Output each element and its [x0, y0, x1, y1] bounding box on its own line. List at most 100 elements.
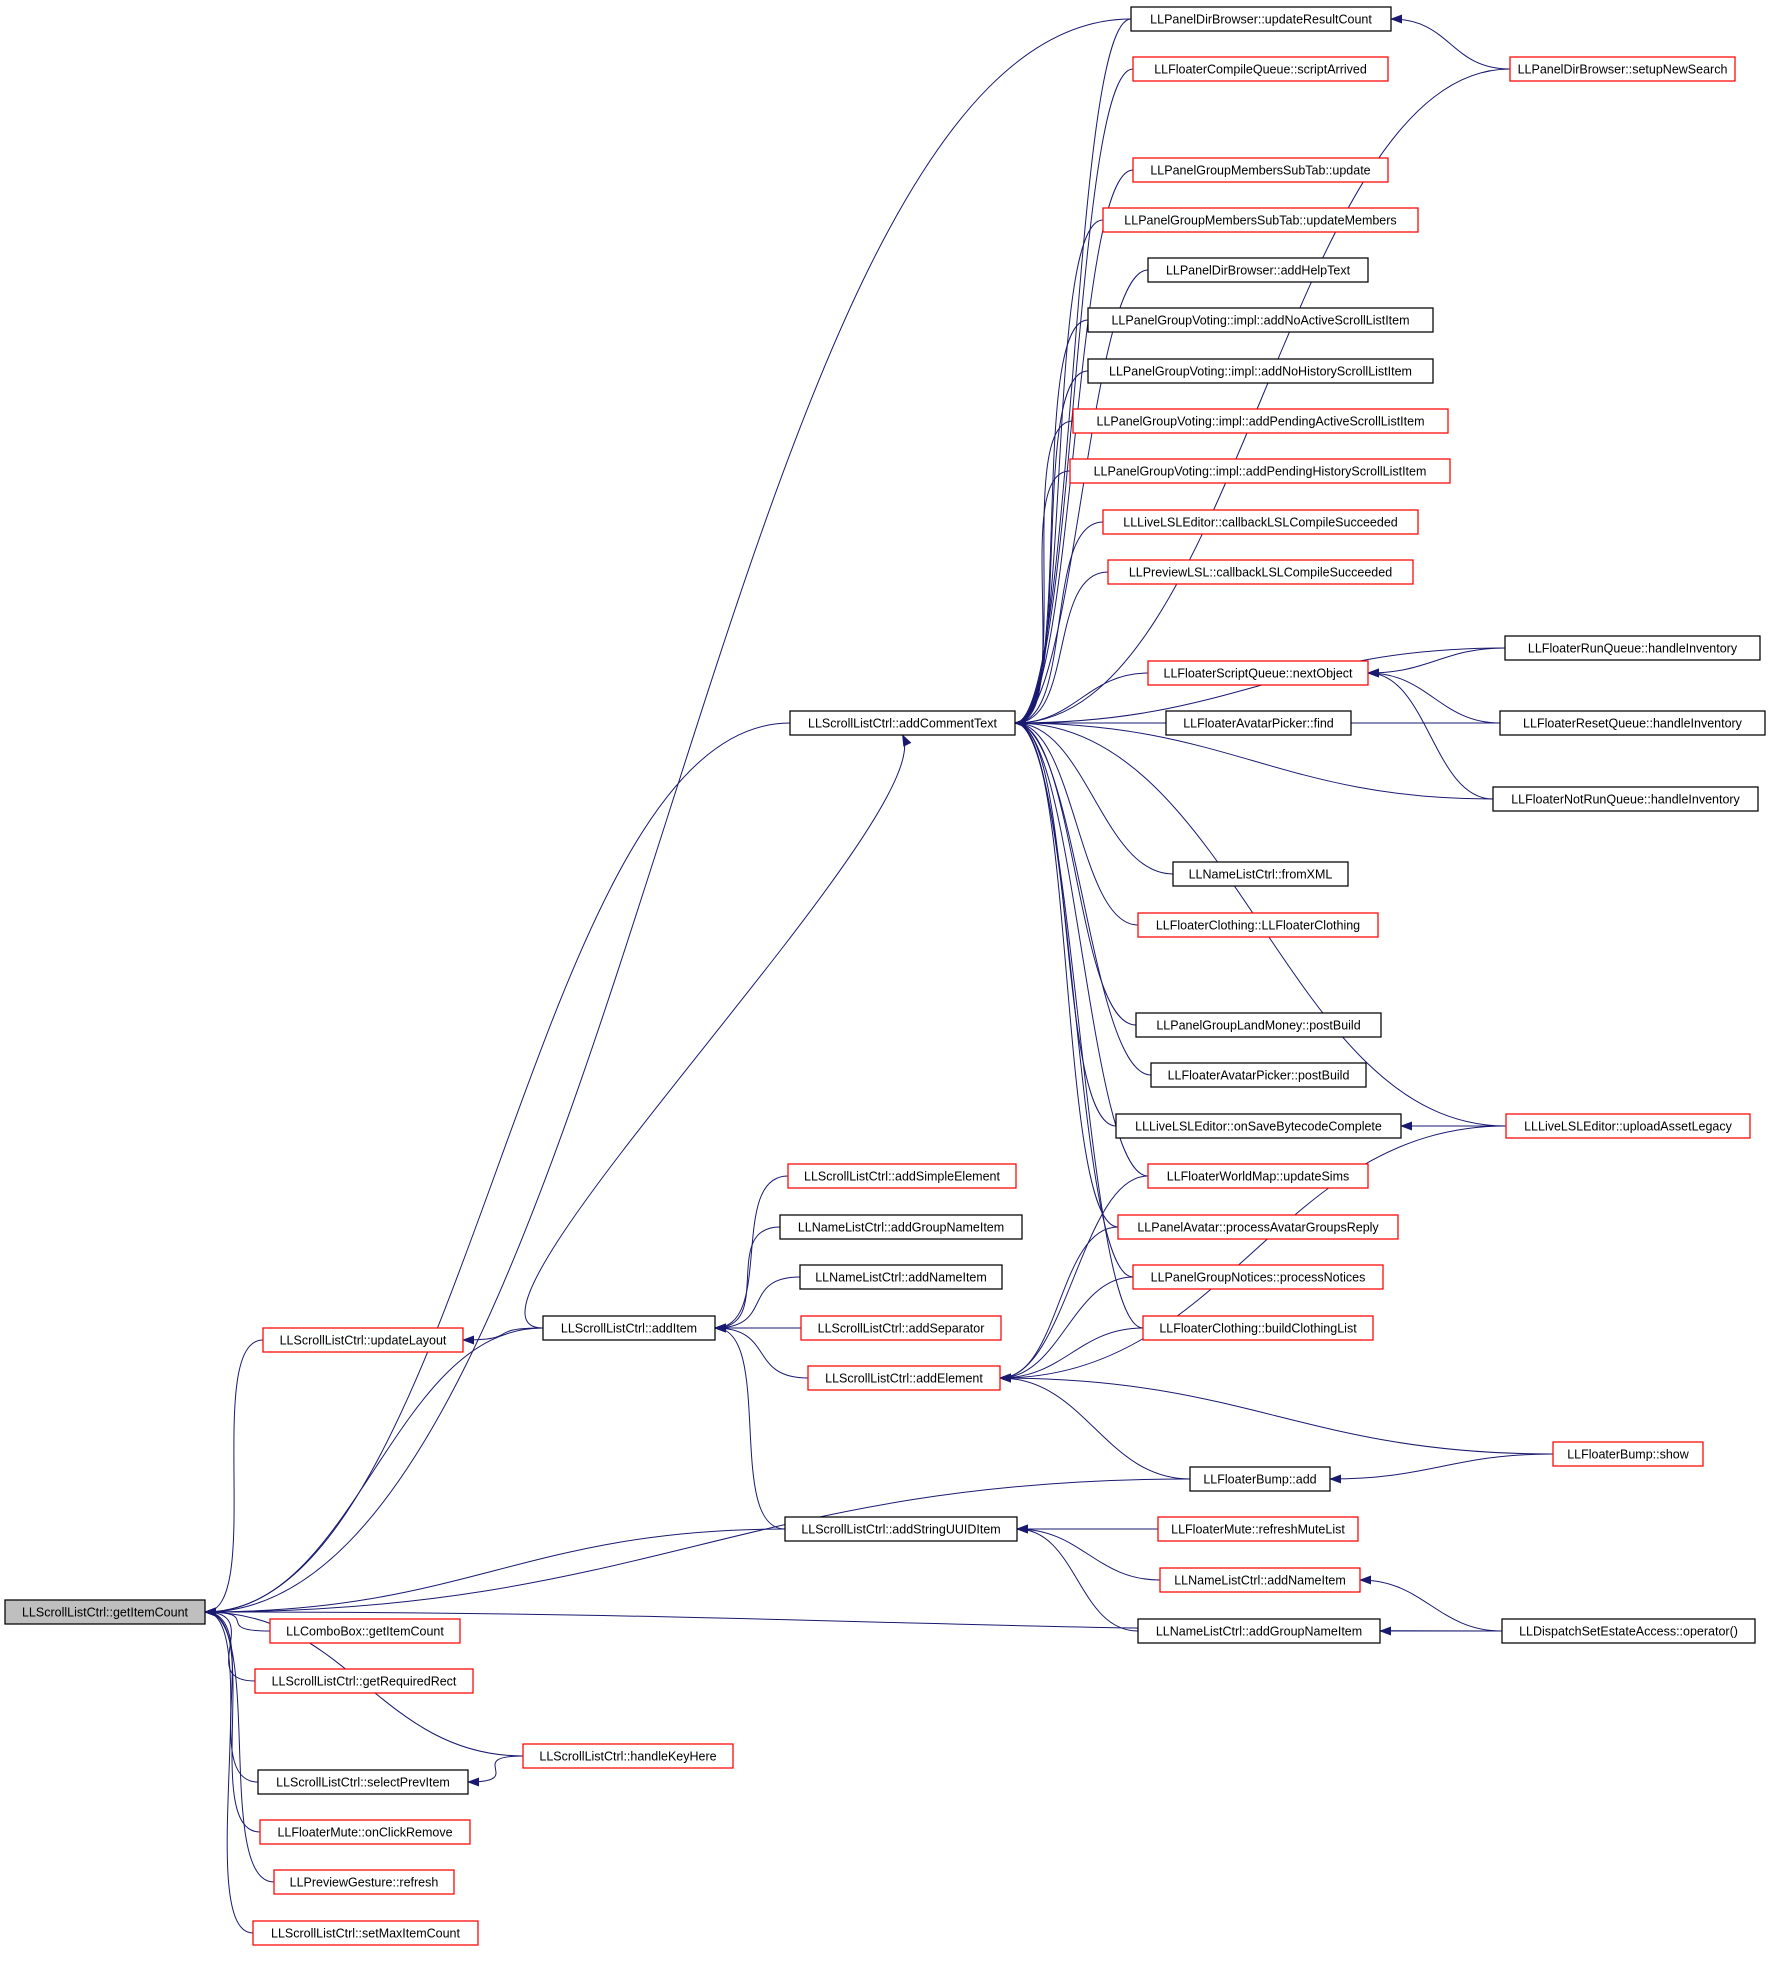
- edge-avGroups-to-addComment: [1014, 718, 1119, 1228]
- node-gmUpdate[interactable]: LLPanelGroupMembersSubTab::update: [1132, 157, 1389, 183]
- node-label: LLPanelGroupVoting::impl::addNoHistorySc…: [1109, 365, 1412, 379]
- node-box: [252, 1920, 479, 1946]
- node-box: [1102, 207, 1419, 233]
- node-noHistory[interactable]: LLPanelGroupVoting::impl::addNoHistorySc…: [1087, 358, 1434, 384]
- node-box: [259, 1819, 471, 1845]
- edge-simpleEl-to-addItem: [714, 1175, 789, 1333]
- edge-helpText-to-addComment: [1014, 269, 1149, 728]
- edge-estate-to-nameItem2: [1359, 1575, 1503, 1632]
- node-label: LLFloaterMute::refreshMuteList: [1171, 1523, 1345, 1537]
- node-bumpShow[interactable]: LLFloaterBump::show: [1552, 1441, 1704, 1467]
- node-nextObj[interactable]: LLFloaterScriptQueue::nextObject: [1147, 660, 1369, 686]
- node-box: [1501, 1618, 1756, 1644]
- node-muteRefresh[interactable]: LLFloaterMute::refreshMuteList: [1157, 1516, 1359, 1542]
- node-addItem[interactable]: LLScrollListCtrl::addItem: [542, 1315, 716, 1341]
- node-onSave[interactable]: LLLiveLSLEditor::onSaveBytecodeComplete: [1115, 1113, 1402, 1139]
- node-addComment[interactable]: LLScrollListCtrl::addCommentText: [789, 710, 1016, 736]
- node-addSep[interactable]: LLScrollListCtrl::addSeparator: [800, 1315, 1002, 1341]
- node-box: [1072, 408, 1449, 434]
- node-box: [799, 1264, 1003, 1290]
- node-label: LLFloaterWorldMap::updateSims: [1167, 1170, 1350, 1184]
- node-selPrev[interactable]: LLScrollListCtrl::selectPrevItem: [257, 1769, 469, 1795]
- node-nameItem2[interactable]: LLNameListCtrl::addNameItem: [1159, 1567, 1361, 1593]
- node-label: LLFloaterBump::add: [1203, 1473, 1316, 1487]
- node-landMoney[interactable]: LLPanelGroupLandMoney::postBuild: [1135, 1012, 1382, 1038]
- node-resetQueue[interactable]: LLFloaterResetQueue::handleInventory: [1499, 710, 1766, 736]
- node-estate[interactable]: LLDispatchSetEstateAccess::operator(): [1501, 1618, 1756, 1644]
- node-uploadLegacy[interactable]: LLLiveLSLEditor::uploadAssetLegacy: [1505, 1113, 1751, 1139]
- node-gmMembers[interactable]: LLPanelGroupMembersSubTab::updateMembers: [1102, 207, 1419, 233]
- node-noActive[interactable]: LLPanelGroupVoting::impl::addNoActiveScr…: [1087, 307, 1434, 333]
- node-gestRefresh[interactable]: LLPreviewGesture::refresh: [273, 1869, 455, 1895]
- node-box: [269, 1618, 461, 1644]
- node-label: LLScrollListCtrl::getItemCount: [22, 1606, 189, 1620]
- node-clothing[interactable]: LLFloaterClothing::LLFloaterClothing: [1137, 912, 1379, 938]
- node-box: [1172, 861, 1349, 887]
- node-keyHere[interactable]: LLScrollListCtrl::handleKeyHere: [522, 1743, 734, 1769]
- node-avGroups[interactable]: LLPanelAvatar::processAvatarGroupsReply: [1117, 1214, 1399, 1240]
- node-box: [1107, 559, 1414, 585]
- node-simpleEl[interactable]: LLScrollListCtrl::addSimpleElement: [787, 1163, 1017, 1189]
- node-box: [1137, 1618, 1381, 1644]
- node-box: [1492, 786, 1759, 812]
- node-box: [1115, 1113, 1402, 1139]
- node-avPost[interactable]: LLFloaterAvatarPicker::postBuild: [1150, 1062, 1367, 1088]
- edge-bumpShow-to-bumpAdd: [1329, 1453, 1554, 1484]
- edge-gmMembers-to-addComment: [1014, 219, 1104, 728]
- node-label: LLPanelGroupVoting::impl::addPendingActi…: [1097, 415, 1425, 429]
- node-pendActive[interactable]: LLPanelGroupVoting::impl::addPendingActi…: [1072, 408, 1449, 434]
- node-prevCompile[interactable]: LLPreviewLSL::callbackLSLCompileSucceede…: [1107, 559, 1414, 585]
- node-groupNameItem1[interactable]: LLNameListCtrl::addGroupNameItem: [779, 1214, 1023, 1240]
- node-worldMap[interactable]: LLFloaterWorldMap::updateSims: [1147, 1163, 1369, 1189]
- node-avFind[interactable]: LLFloaterAvatarPicker::find: [1165, 710, 1352, 736]
- node-reqRect[interactable]: LLScrollListCtrl::getRequiredRect: [254, 1668, 474, 1694]
- node-box: [522, 1743, 734, 1769]
- node-fromXML[interactable]: LLNameListCtrl::fromXML: [1172, 861, 1349, 887]
- edge-addElement-to-addItem: [714, 1323, 809, 1379]
- node-label: LLPanelAvatar::processAvatarGroupsReply: [1137, 1221, 1379, 1235]
- edge-keyHere-to-selPrev: [467, 1755, 524, 1787]
- node-box: [807, 1365, 1001, 1391]
- node-addElement[interactable]: LLScrollListCtrl::addElement: [807, 1365, 1001, 1391]
- node-buildClothing[interactable]: LLFloaterClothing::buildClothingList: [1142, 1315, 1374, 1341]
- node-notices[interactable]: LLPanelGroupNotices::processNotices: [1132, 1264, 1384, 1290]
- edge-nameItem1-to-addItem: [714, 1276, 801, 1333]
- node-bumpAdd[interactable]: LLFloaterBump::add: [1189, 1466, 1331, 1492]
- node-label: LLNameListCtrl::addGroupNameItem: [1156, 1625, 1362, 1639]
- node-compileArr[interactable]: LLFloaterCompileQueue::scriptArrived: [1132, 56, 1389, 82]
- node-label: LLFloaterBump::show: [1567, 1448, 1690, 1462]
- node-groupNameItem2[interactable]: LLNameListCtrl::addGroupNameItem: [1137, 1618, 1381, 1644]
- node-label: LLLiveLSLEditor::callbackLSLCompileSucce…: [1123, 516, 1398, 530]
- edges-layer: [204, 14, 1554, 1934]
- node-helpText[interactable]: LLPanelDirBrowser::addHelpText: [1147, 257, 1369, 283]
- node-box: [1117, 1214, 1399, 1240]
- edge-gmUpdate-to-addComment: [1014, 169, 1134, 728]
- node-label: LLFloaterRunQueue::handleInventory: [1528, 642, 1738, 656]
- node-maxCount[interactable]: LLScrollListCtrl::setMaxItemCount: [252, 1920, 479, 1946]
- edge-setupNew-to-dirUpdate: [1390, 14, 1511, 70]
- node-label: LLPanelDirBrowser::setupNewSearch: [1518, 63, 1728, 77]
- node-label: LLFloaterMute::onClickRemove: [277, 1826, 452, 1840]
- node-label: LLPanelGroupVoting::impl::addNoActiveScr…: [1111, 314, 1409, 328]
- node-notRunQueue[interactable]: LLFloaterNotRunQueue::handleInventory: [1492, 786, 1759, 812]
- edge-pendHistory-to-addComment: [1014, 470, 1071, 728]
- edge-nextObj-to-addComment: [1014, 672, 1149, 728]
- node-comboCount[interactable]: LLComboBox::getItemCount: [269, 1618, 461, 1644]
- node-updateLayout[interactable]: LLScrollListCtrl::updateLayout: [262, 1327, 464, 1353]
- node-box: [1189, 1466, 1331, 1492]
- edge-resetQueue-to-nextObj: [1367, 668, 1501, 724]
- node-root[interactable]: LLScrollListCtrl::getItemCount: [4, 1599, 206, 1625]
- node-runQueue[interactable]: LLFloaterRunQueue::handleInventory: [1504, 635, 1761, 661]
- node-pendHistory[interactable]: LLPanelGroupVoting::impl::addPendingHist…: [1069, 458, 1451, 484]
- node-liveCompile[interactable]: LLLiveLSLEditor::callbackLSLCompileSucce…: [1102, 509, 1419, 535]
- edge-worldMap-to-addComment: [1014, 718, 1149, 1177]
- node-setupNew[interactable]: LLPanelDirBrowser::setupNewSearch: [1509, 56, 1736, 82]
- node-box: [1505, 1113, 1751, 1139]
- node-box: [1499, 710, 1766, 736]
- edge-addItem-to-updateLayout: [462, 1327, 544, 1345]
- node-addUUID[interactable]: LLScrollListCtrl::addStringUUIDItem: [784, 1516, 1018, 1542]
- node-dirUpdate[interactable]: LLPanelDirBrowser::updateResultCount: [1130, 6, 1392, 32]
- edge-notRunQueue-to-nextObj: [1367, 668, 1494, 800]
- node-muteRemove[interactable]: LLFloaterMute::onClickRemove: [259, 1819, 471, 1845]
- node-nameItem1[interactable]: LLNameListCtrl::addNameItem: [799, 1264, 1003, 1290]
